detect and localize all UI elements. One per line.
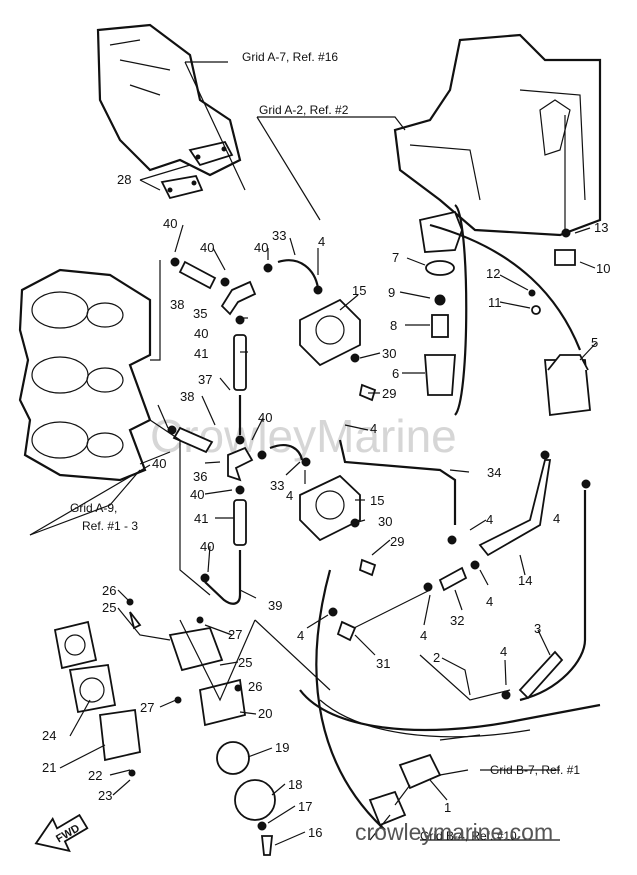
callout-4e: 4 bbox=[553, 511, 560, 526]
callout-33a: 33 bbox=[272, 228, 286, 243]
callout-40c: 40 bbox=[254, 240, 268, 255]
callout-8: 8 bbox=[390, 318, 397, 333]
callout-40f: 40 bbox=[152, 456, 166, 471]
callout-29a: 29 bbox=[382, 386, 396, 401]
callout-4g: 4 bbox=[420, 628, 427, 643]
leader-lines bbox=[29, 61, 597, 846]
callout-23: 23 bbox=[98, 788, 112, 803]
callout-38b: 38 bbox=[180, 389, 194, 404]
callout-27b: 27 bbox=[140, 700, 154, 715]
fuel-pump-lower bbox=[299, 474, 377, 577]
callout-1: 1 bbox=[444, 800, 451, 815]
callout-33b: 33 bbox=[270, 478, 284, 493]
callout-21: 21 bbox=[42, 760, 56, 775]
callout-3: 3 bbox=[534, 621, 541, 636]
callout-10: 10 bbox=[596, 261, 610, 276]
callout-14: 14 bbox=[518, 573, 532, 588]
callout-4i: 4 bbox=[500, 644, 507, 659]
callout-28: 28 bbox=[117, 172, 131, 187]
watermark: CrowleyMarine bbox=[150, 410, 457, 462]
callout-27a: 27 bbox=[228, 627, 242, 642]
callout-38a: 38 bbox=[170, 297, 184, 312]
grid-ref-a2: Grid A-2, Ref. #2 bbox=[259, 103, 349, 117]
callout-13: 13 bbox=[594, 220, 608, 235]
gasket-upper bbox=[188, 140, 234, 167]
callout-19: 19 bbox=[275, 740, 289, 755]
callout-40a: 40 bbox=[163, 216, 177, 231]
callout-25a: 25 bbox=[102, 600, 116, 615]
callout-9: 9 bbox=[388, 285, 395, 300]
callout-4c: 4 bbox=[286, 488, 293, 503]
carburetor-parts bbox=[53, 598, 276, 856]
callout-41a: 41 bbox=[194, 346, 208, 361]
engine-block-top bbox=[96, 23, 242, 177]
grid-ref-b7: Grid B-7, Ref. #1 bbox=[490, 763, 580, 777]
grid-ref-a7: Grid A-7, Ref. #16 bbox=[242, 50, 338, 64]
fuel-hose-right bbox=[328, 223, 591, 702]
callout-24: 24 bbox=[42, 728, 56, 743]
callout-34: 34 bbox=[487, 465, 501, 480]
cylinder-block bbox=[18, 268, 152, 482]
callout-37: 37 bbox=[198, 372, 212, 387]
callout-35: 35 bbox=[193, 306, 207, 321]
callout-15a: 15 bbox=[352, 283, 366, 298]
fuel-hose-upper-assembly bbox=[167, 257, 323, 605]
callout-40g: 40 bbox=[190, 487, 204, 502]
callout-20: 20 bbox=[258, 706, 272, 721]
primer-bulb bbox=[315, 569, 442, 831]
fuel-filter-right bbox=[528, 115, 591, 417]
callout-2: 2 bbox=[433, 650, 440, 665]
grid-ref-a9-line2: Ref. #1 - 3 bbox=[82, 519, 138, 533]
callout-29b: 29 bbox=[390, 534, 404, 549]
callout-40h: 40 bbox=[200, 539, 214, 554]
callout-6: 6 bbox=[392, 366, 399, 381]
callout-30a: 30 bbox=[382, 346, 396, 361]
fuel-filter-center bbox=[418, 204, 468, 416]
grid-ref-a9-line1: Grid A-9, bbox=[70, 501, 117, 515]
callout-22: 22 bbox=[88, 768, 102, 783]
callout-5: 5 bbox=[591, 335, 598, 350]
callout-15b: 15 bbox=[370, 493, 384, 508]
callout-11: 11 bbox=[488, 295, 502, 310]
callout-4b: 4 bbox=[370, 421, 377, 436]
callout-40b: 40 bbox=[200, 240, 214, 255]
callout-4h: 4 bbox=[297, 628, 304, 643]
callout-40e: 40 bbox=[258, 410, 272, 425]
fwd-label: FWD bbox=[54, 822, 82, 845]
callout-30b: 30 bbox=[378, 514, 392, 529]
callout-40d: 40 bbox=[194, 326, 208, 341]
callout-39: 39 bbox=[268, 598, 282, 613]
gasket-lower bbox=[160, 174, 204, 200]
callout-12: 12 bbox=[486, 266, 500, 281]
callout-4d: 4 bbox=[486, 512, 493, 527]
bracket-housing bbox=[393, 33, 602, 237]
callout-32: 32 bbox=[450, 613, 464, 628]
callout-36: 36 bbox=[193, 469, 207, 484]
callout-4a: 4 bbox=[318, 234, 325, 249]
callout-7: 7 bbox=[392, 250, 399, 265]
callout-4f: 4 bbox=[486, 594, 493, 609]
fwd-arrow-icon: FWD bbox=[34, 813, 89, 853]
site-name: crowleymarine.com bbox=[355, 819, 553, 845]
callout-16: 16 bbox=[308, 825, 322, 840]
callout-26a: 26 bbox=[102, 583, 116, 598]
callout-25b: 25 bbox=[238, 655, 252, 670]
boat-transom bbox=[299, 654, 601, 741]
callout-17: 17 bbox=[298, 799, 312, 814]
fuel-pump-upper bbox=[299, 298, 377, 402]
callout-18: 18 bbox=[288, 777, 302, 792]
callout-26b: 26 bbox=[248, 679, 262, 694]
callout-41b: 41 bbox=[194, 511, 208, 526]
grid-ref-b4: Grid B-4, Ref. #10 bbox=[420, 829, 517, 843]
callout-31: 31 bbox=[376, 656, 390, 671]
